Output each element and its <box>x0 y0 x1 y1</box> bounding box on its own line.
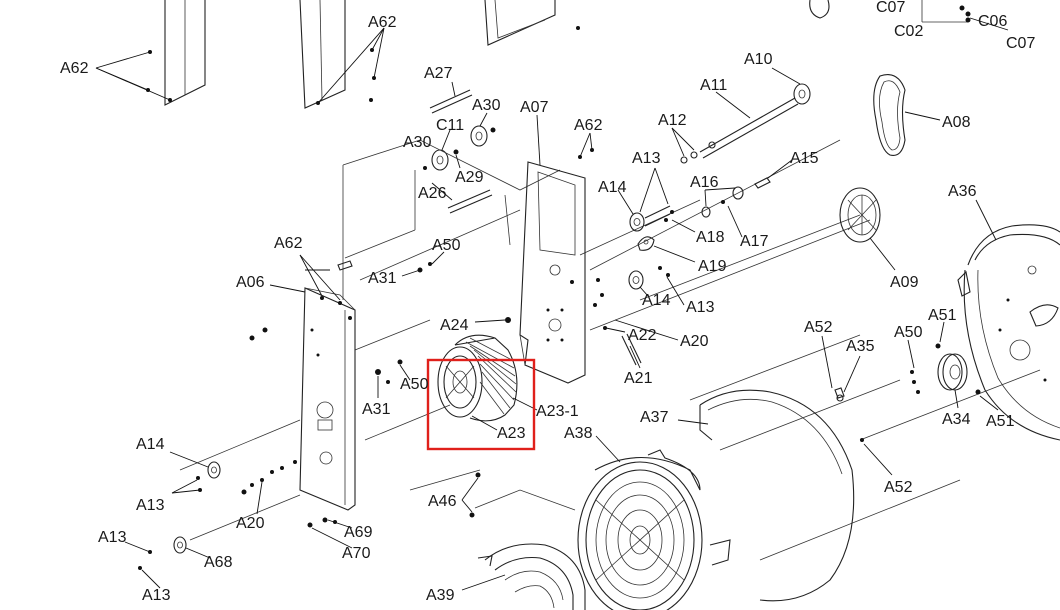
main-shaft-a11 <box>671 67 811 164</box>
shroud-a37 <box>677 389 855 602</box>
part-label-a46: A46 <box>428 493 457 510</box>
part-label-a20-mid: A20 <box>680 333 709 350</box>
part-label-c07-right: C07 <box>1006 35 1035 52</box>
part-label-a50-right: A50 <box>894 324 923 341</box>
part-label-a29: A29 <box>455 169 484 186</box>
part-label-a52-upper: A52 <box>804 319 833 336</box>
part-label-a51-upper: A51 <box>928 307 957 324</box>
fan-guard-a38 <box>577 435 731 610</box>
part-label-a10: A10 <box>744 51 773 68</box>
motor-cover-a36 <box>957 199 1060 441</box>
part-label-a50-lower: A50 <box>400 376 429 393</box>
pulley-a09 <box>839 187 896 271</box>
part-label-a62-left: A62 <box>274 235 303 252</box>
part-label-a62-topleft: A62 <box>60 60 89 77</box>
part-label-a13-mid: A13 <box>686 299 715 316</box>
upper-bearing-cluster <box>617 159 793 263</box>
part-label-c07-top: C07 <box>876 0 905 16</box>
highlight-box-a23 <box>426 358 536 451</box>
part-label-a18: A18 <box>696 229 725 246</box>
part-label-a34: A34 <box>942 411 971 428</box>
part-label-a38: A38 <box>564 425 593 442</box>
part-label-a26: A26 <box>418 185 447 202</box>
part-label-a52-lower: A52 <box>884 479 913 496</box>
part-label-a23: A23 <box>497 425 526 442</box>
part-label-a30-left: A30 <box>403 134 432 151</box>
part-label-a69: A69 <box>344 524 373 541</box>
part-labels: A62A62C07C02C06C07A27A30C11A30A29A26A07A… <box>60 0 1035 604</box>
part-label-a39: A39 <box>426 587 455 604</box>
part-label-a09: A09 <box>890 274 919 291</box>
a31-a50-fasteners <box>375 251 445 398</box>
side-frame-a06 <box>249 254 356 511</box>
part-label-a37: A37 <box>640 409 669 426</box>
hub-a34-cluster <box>821 321 999 476</box>
part-label-a07: A07 <box>520 99 549 116</box>
part-label-a50-upper: A50 <box>432 237 461 254</box>
part-label-c06: C06 <box>978 13 1007 30</box>
part-label-a11: A11 <box>700 77 727 94</box>
part-label-a21: A21 <box>624 370 653 387</box>
part-label-a62-mid: A62 <box>574 117 603 134</box>
drive-belt-a08 <box>873 74 941 156</box>
part-label-a31-upper: A31 <box>368 270 397 287</box>
part-label-a24: A24 <box>440 317 469 334</box>
upright-frame-a07 <box>474 114 594 384</box>
top-leaders <box>95 27 385 104</box>
part-label-a30-right: A30 <box>472 97 501 114</box>
part-label-a36: A36 <box>948 183 977 200</box>
part-label-a13-upper: A13 <box>632 150 661 167</box>
part-label-a22: A22 <box>628 327 657 344</box>
part-label-a19: A19 <box>698 258 727 275</box>
part-label-a17: A17 <box>740 233 769 250</box>
part-label-a68: A68 <box>204 554 233 571</box>
part-label-a06: A06 <box>236 274 265 291</box>
part-label-a14-mid: A14 <box>642 292 671 309</box>
top-right-parts <box>809 0 1009 31</box>
part-label-a20-lower: A20 <box>236 515 265 532</box>
part-label-a35: A35 <box>846 338 875 355</box>
top-panel <box>299 0 376 109</box>
part-label-a15: A15 <box>790 150 819 167</box>
part-label-a31-lower: A31 <box>362 401 391 418</box>
part-label-a14-upper: A14 <box>598 179 627 196</box>
top-center-bracket <box>484 0 580 46</box>
part-label-a62-top: A62 <box>368 14 397 31</box>
part-label-c11: C11 <box>436 117 464 134</box>
bolts-a46 <box>461 472 481 518</box>
part-label-a13-left: A13 <box>136 497 165 514</box>
lower-left-shaft-parts <box>124 451 353 589</box>
part-label-a12: A12 <box>658 112 687 129</box>
part-label-a16: A16 <box>690 174 719 191</box>
top-left-panel <box>146 0 206 106</box>
middle-bearing-cluster <box>593 266 685 369</box>
part-label-a14-lower: A14 <box>136 436 165 453</box>
part-label-a13-lower1: A13 <box>98 529 127 546</box>
part-label-a23-1: A23-1 <box>536 403 579 420</box>
part-label-c02: C02 <box>894 23 923 40</box>
part-label-a08: A08 <box>942 114 971 131</box>
fan-a39 <box>461 543 586 610</box>
part-label-a70: A70 <box>342 545 371 562</box>
assembly-guide-lines <box>179 139 1041 561</box>
part-label-a27: A27 <box>424 65 453 82</box>
part-label-a51-lower: A51 <box>986 413 1015 430</box>
part-label-a13-lower2: A13 <box>142 587 171 604</box>
